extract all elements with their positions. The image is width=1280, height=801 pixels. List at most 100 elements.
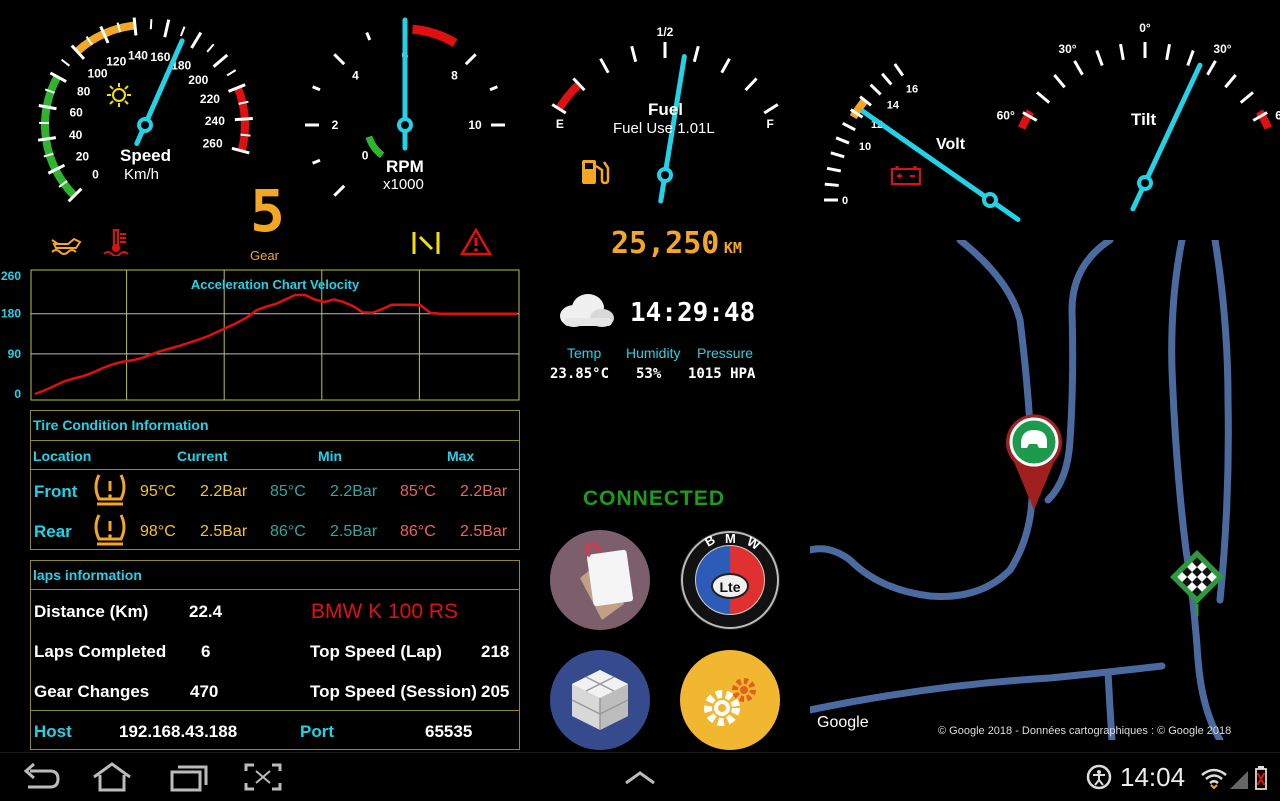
laps-panel-title: laps information	[33, 567, 142, 583]
cloud-icon	[554, 290, 616, 330]
fuel-tick	[601, 59, 609, 73]
rpm-tick-label: 4	[352, 69, 359, 83]
fuel-tick	[764, 105, 778, 113]
notes-app-button[interactable]	[550, 530, 650, 630]
screenshot-icon[interactable]	[242, 761, 286, 793]
rear-current-pressure: 2.5Bar	[200, 523, 247, 541]
volt-tick	[895, 64, 903, 75]
tire-panel: Tire Condition Information Location Curr…	[30, 410, 520, 550]
bmw-connect-button[interactable]: Lte B M W	[680, 530, 780, 630]
speed-tick-label: 200	[188, 73, 208, 87]
apps-cube-button[interactable]	[550, 650, 650, 750]
speed-major-tick	[235, 118, 253, 119]
rpm-minor-tick	[367, 33, 370, 40]
speed-major-tick	[38, 138, 56, 141]
tire-row-rear-location: Rear	[34, 522, 72, 542]
tilt-title: Tilt	[1131, 110, 1156, 130]
battery-icon	[890, 164, 922, 186]
divider	[31, 440, 519, 441]
tilt-tick	[1167, 44, 1170, 60]
home-icon[interactable]	[90, 761, 134, 793]
gear-label: Gear	[250, 248, 279, 263]
chart-y-tick-label: 0	[14, 387, 21, 401]
front-current-temp: 95°C	[140, 483, 176, 501]
volt-tick-label: 14	[887, 100, 900, 112]
top-speed-session-value: 205	[481, 682, 509, 702]
volt-needle-hub	[984, 194, 996, 206]
tire-panel-title: Tire Condition Information	[33, 417, 209, 433]
volt-tick	[825, 184, 839, 185]
pressure-value: 1015 HPA	[688, 366, 755, 382]
speed-tick-label: 160	[150, 50, 170, 64]
speed-major-tick	[192, 33, 201, 48]
tilt-tick	[1075, 61, 1083, 75]
fuel-arc-red	[559, 85, 578, 109]
tilt-tick	[1225, 75, 1235, 87]
fuel-tick	[746, 79, 757, 91]
top-speed-lap-label: Top Speed (Lap)	[310, 642, 442, 662]
tilt-tick-label: 30°	[1058, 42, 1076, 56]
oil-pressure-icon	[50, 230, 82, 256]
rpm-tick-label: 10	[468, 118, 482, 132]
map-attribution: © Google 2018 - Données cartographiques …	[938, 725, 1231, 737]
speed-tick-label: 60	[69, 106, 83, 120]
speed-tick-label: 0	[92, 168, 99, 182]
back-icon[interactable]	[18, 761, 62, 793]
odometer-value: 25,250	[611, 226, 719, 261]
laps-panel: laps information Distance (Km) 22.4 BMW …	[30, 560, 520, 750]
speed-title: Speed	[120, 146, 171, 166]
laps-completed-label: Laps Completed	[34, 642, 166, 662]
chevron-up-icon[interactable]	[618, 761, 662, 793]
laps-completed-value: 6	[201, 642, 210, 662]
speed-unit: Km/h	[124, 166, 159, 183]
recent-apps-icon[interactable]	[168, 761, 212, 793]
turn-signal-icon	[411, 229, 441, 257]
system-navigation-bar: 14:04	[0, 752, 1280, 801]
tilt-tick	[1241, 92, 1253, 102]
tilt-tick	[1054, 75, 1064, 87]
coolant-temperature-icon	[102, 228, 132, 256]
speed-tick-label: 120	[106, 54, 126, 68]
odometer-unit: KM	[724, 239, 742, 257]
motorcycle-location-marker-icon[interactable]	[1004, 410, 1064, 514]
finish-flag-marker-icon[interactable]	[1166, 548, 1228, 618]
cube-icon	[550, 650, 650, 750]
temp-value: 23.85°C	[550, 366, 609, 382]
speed-tick-label: 40	[69, 128, 83, 142]
rpm-major-tick	[466, 54, 476, 64]
speed-tick-label: 220	[200, 92, 220, 106]
wifi-icon	[1202, 770, 1226, 788]
rpm-tick-label: 0	[362, 148, 369, 162]
port-value: 65535	[425, 722, 472, 742]
bmw-center-text: Lte	[720, 579, 741, 595]
signal-icon	[1230, 771, 1248, 789]
bmw-letter-m: M	[725, 531, 736, 546]
fuel-full-label: F	[766, 117, 773, 131]
gear-icon	[680, 650, 780, 750]
rpm-tick-label: 8	[451, 69, 458, 83]
speed-major-tick	[214, 55, 228, 67]
gear-changes-label: Gear Changes	[34, 682, 149, 702]
speed-minor-tick	[241, 135, 251, 136]
rpm-major-tick	[334, 54, 344, 64]
rpm-minor-tick	[313, 160, 320, 163]
rear-max-pressure: 2.5Bar	[460, 523, 507, 541]
volt-tick-label: 16	[906, 83, 918, 95]
map-view[interactable]: Google © Google 2018 - Données cartograp…	[810, 240, 1280, 740]
tire-pressure-icon	[91, 471, 129, 509]
odometer: 25,250 KM	[611, 226, 742, 261]
settings-button[interactable]	[680, 650, 780, 750]
speed-major-tick	[134, 18, 136, 36]
tilt-tick-label: 60°	[1275, 108, 1280, 122]
col-max: Max	[447, 448, 474, 464]
host-label: Host	[34, 722, 72, 742]
volt-tick	[827, 168, 841, 171]
tilt-tick	[1188, 51, 1193, 66]
front-max-temp: 85°C	[400, 483, 436, 501]
speed-minor-tick	[181, 27, 185, 36]
rpm-minor-tick	[313, 87, 320, 90]
speed-tick-label: 260	[203, 136, 223, 150]
fuel-tick	[694, 46, 698, 61]
volt-tick	[831, 153, 844, 157]
